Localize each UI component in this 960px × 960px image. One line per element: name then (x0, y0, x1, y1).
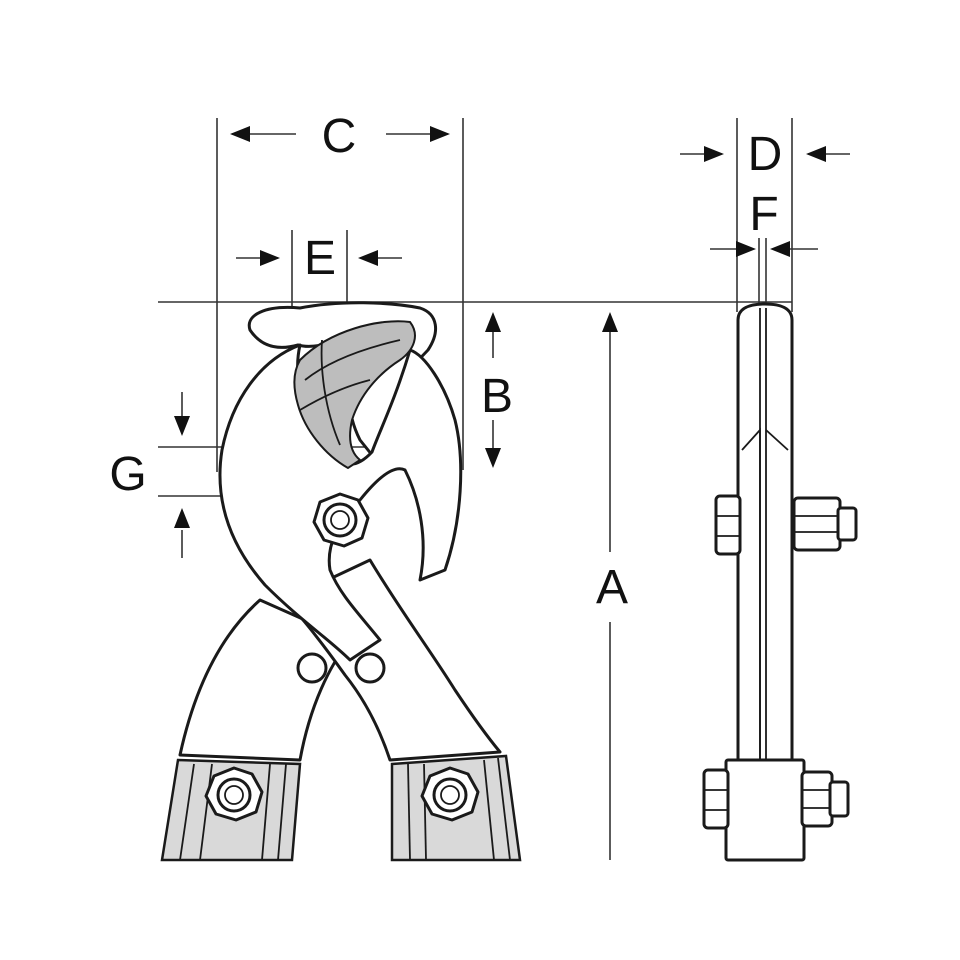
label-b: B (481, 370, 513, 423)
dimension-g: G (109, 392, 190, 558)
side-bolt-upper (714, 494, 858, 556)
dimension-c: C (230, 110, 450, 163)
dimension-e: E (236, 232, 402, 285)
label-e: E (304, 232, 336, 285)
side-body (736, 302, 794, 762)
label-c: C (322, 110, 357, 163)
right-handle-bolt (420, 766, 480, 822)
dimension-b: B (481, 312, 513, 468)
pivot-bolt (312, 492, 370, 548)
cutter-front-view (160, 301, 522, 862)
dimension-d: D (680, 128, 850, 181)
label-a: A (596, 561, 628, 614)
side-handle-block (702, 758, 850, 862)
left-handle-bolt (204, 766, 264, 822)
rivet-left (296, 652, 328, 684)
dimension-f: F (710, 188, 818, 257)
label-g: G (109, 448, 146, 501)
dimension-a: A (596, 312, 628, 860)
label-f: F (749, 188, 778, 241)
cutter-side-view (702, 302, 858, 862)
rivet-right (354, 652, 386, 684)
left-arm (178, 598, 352, 762)
cutting-blade (293, 320, 416, 470)
label-d: D (748, 128, 783, 181)
